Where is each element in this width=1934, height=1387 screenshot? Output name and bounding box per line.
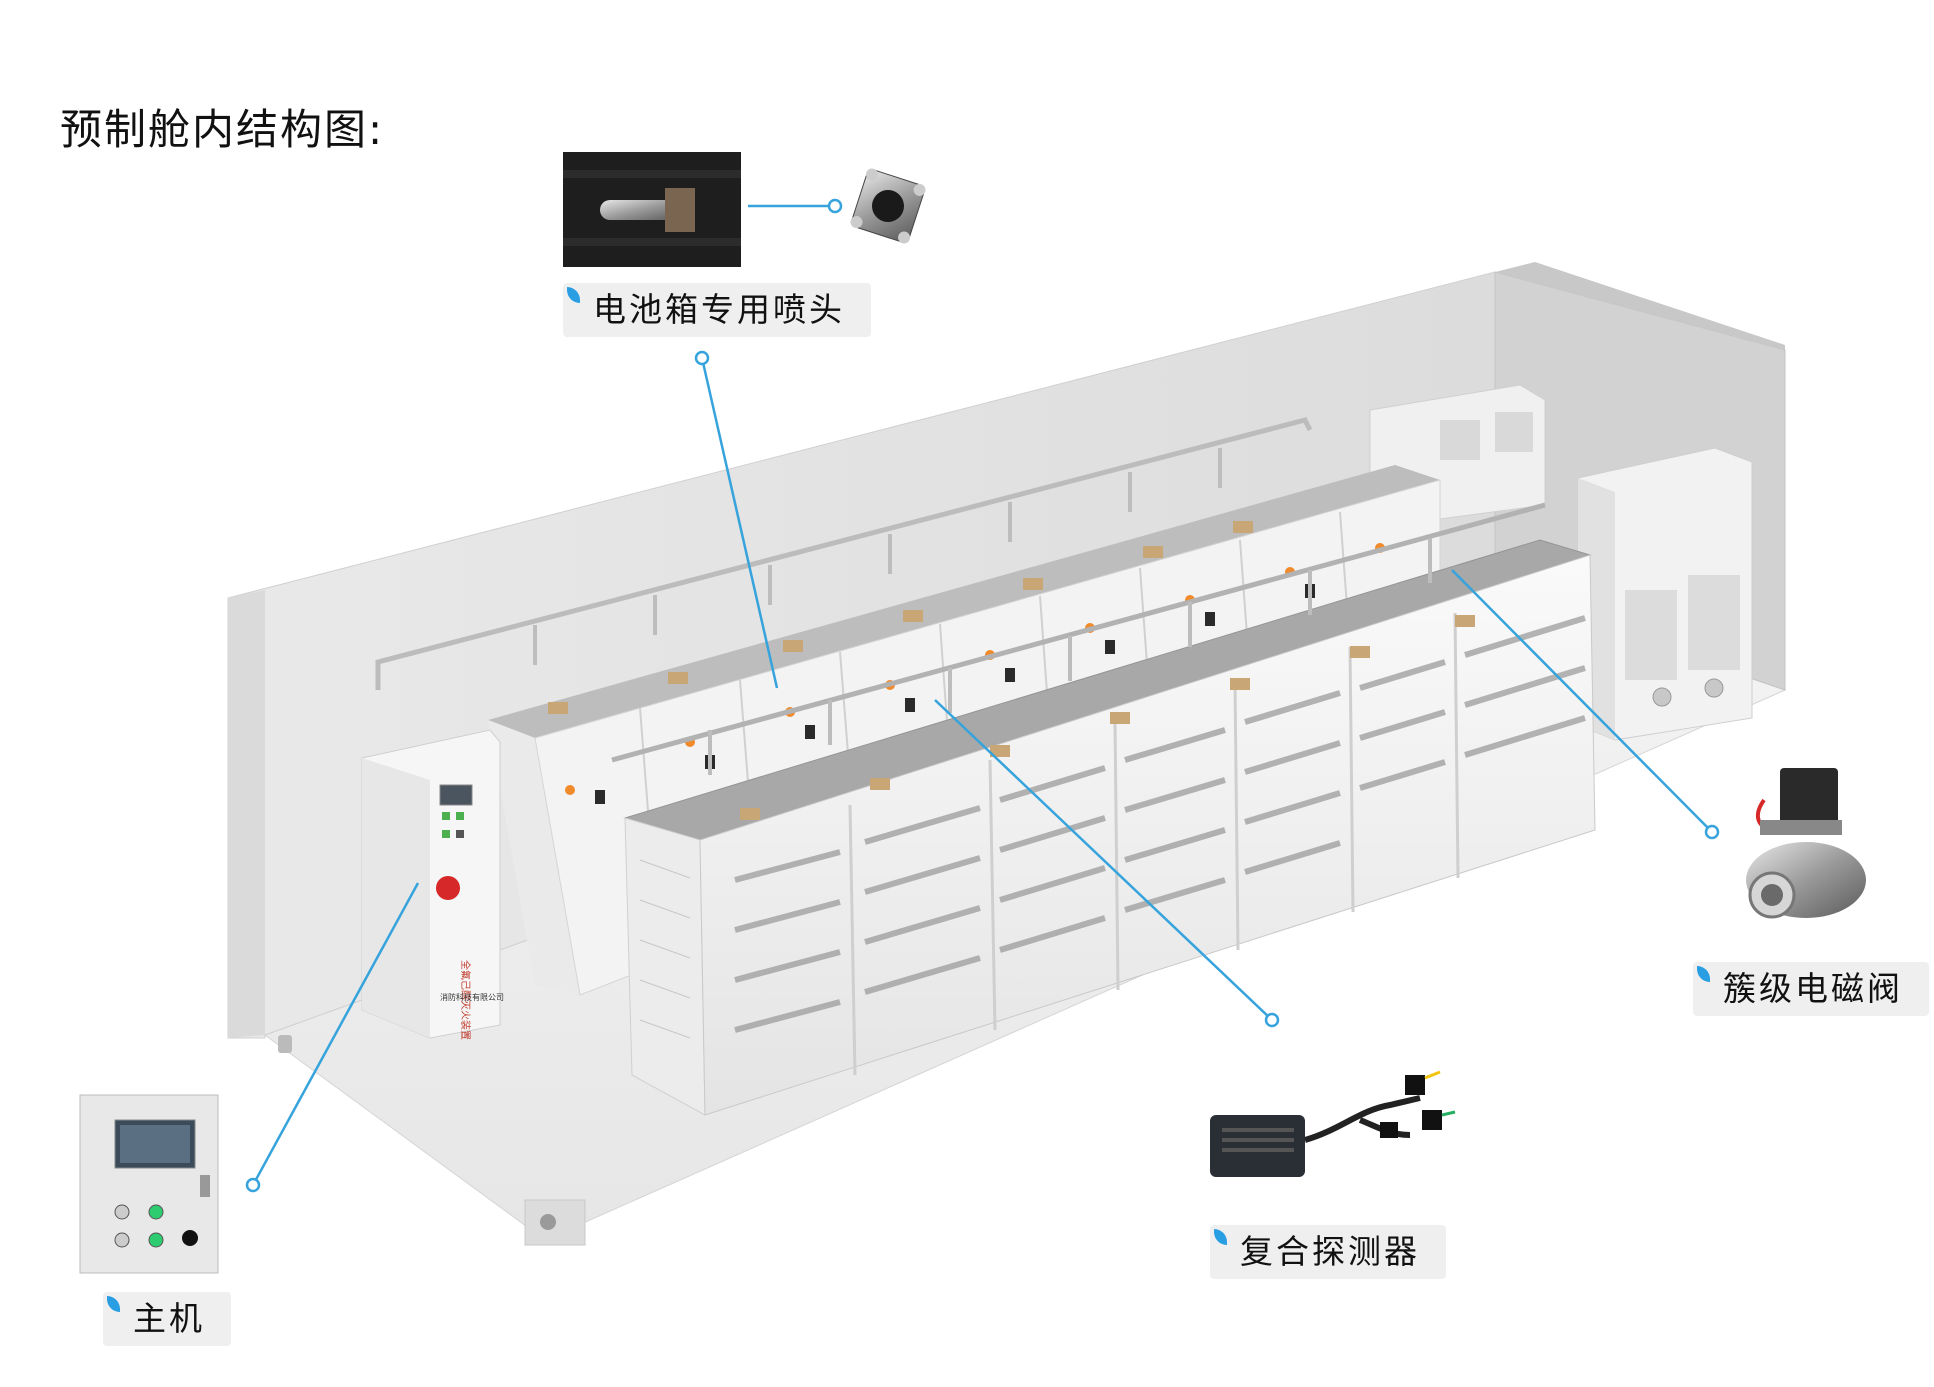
callout-label: 簇级电磁阀 (1723, 969, 1903, 1008)
callout-tag-nozzle: 电池箱专用喷头 (563, 283, 871, 337)
callout-line-nozzle (700, 357, 779, 689)
nozzle-photo (563, 152, 741, 267)
page-title: 预制舱内结构图: (60, 105, 385, 154)
front-rack-row (623, 539, 1596, 1116)
leaf-icon (107, 1296, 120, 1312)
solenoid-valve-photo (1746, 768, 1866, 919)
host-panel-text: 全氟己酮灭火装置 (459, 960, 472, 1040)
callout-label: 主机 (133, 1299, 205, 1338)
callout-dots (245, 198, 1720, 1193)
callout-line-detector (934, 699, 1273, 1021)
host-footer-text: 消防科技有限公司 (440, 992, 504, 1002)
callout-line-valve (1451, 569, 1713, 833)
callout-tag-detector: 复合探测器 (1210, 1225, 1446, 1279)
callout-label: 电池箱专用喷头 (593, 290, 845, 329)
callout-tag-valve: 簇级电磁阀 (1693, 962, 1929, 1016)
nozzle-detail (850, 168, 926, 244)
leaf-icon (1697, 966, 1710, 982)
host-cabinet: 全氟己酮灭火装置 消防科技有限公司 (361, 729, 504, 1040)
detector-photo (1210, 1070, 1456, 1177)
sprinkler-piping (375, 417, 1546, 820)
callout-line-host (251, 882, 420, 1186)
leaf-icon (1214, 1229, 1227, 1245)
callout-lines (251, 204, 1713, 1186)
callout-label: 复合探测器 (1240, 1232, 1420, 1271)
callout-tag-host: 主机 (103, 1292, 231, 1346)
leaf-icon (567, 287, 580, 303)
host-panel-photo (79, 1094, 219, 1274)
